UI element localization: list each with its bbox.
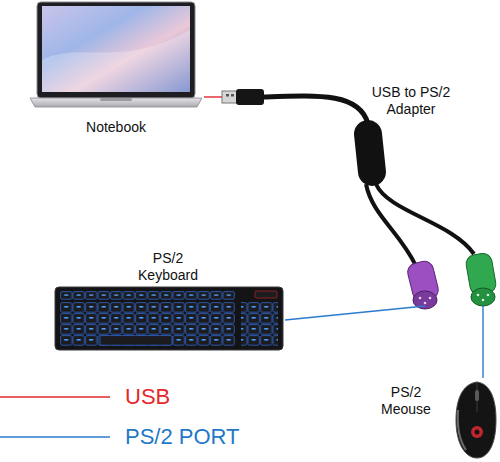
keyboard-node: PS/2 Keyboard — [55, 250, 285, 352]
connection-line — [482, 306, 483, 378]
laptop-illustration — [30, 2, 202, 107]
node-label: Notebook — [30, 119, 202, 136]
ps2-connector-purple — [406, 259, 440, 309]
adapter-node: USB to PS/2 Adapter — [222, 70, 496, 306]
notebook-node: Notebook — [30, 0, 204, 140]
connection-line — [483, 306, 484, 378]
usb-plug — [222, 89, 264, 105]
node-label: PS/2 Keyboard — [133, 250, 203, 284]
keyboard-illustration — [55, 287, 283, 350]
connection-line — [285, 306, 425, 320]
legend-item: USB — [125, 384, 170, 410]
mouse-node: PS/2 Meouse — [378, 378, 497, 460]
adapter-cable — [366, 184, 416, 266]
usb-cable — [263, 96, 368, 124]
adapter-cable — [376, 184, 474, 254]
mouse-illustration — [456, 382, 496, 458]
adapter-body — [353, 119, 388, 188]
connection-line — [204, 96, 222, 97]
legend-item: PS/2 PORT — [125, 424, 240, 450]
node-label: USB to PS/2 Adapter — [365, 84, 457, 118]
legend-text: USB — [125, 384, 170, 410]
legend-line-usb — [0, 396, 110, 398]
legend-line-ps2 — [0, 436, 110, 438]
connection-line — [285, 306, 425, 320]
node-label: PS/2 Meouse — [378, 384, 434, 418]
connection-line — [204, 97, 222, 98]
legend-text: PS/2 PORT — [125, 424, 240, 450]
ps2-connector-green — [465, 252, 498, 306]
